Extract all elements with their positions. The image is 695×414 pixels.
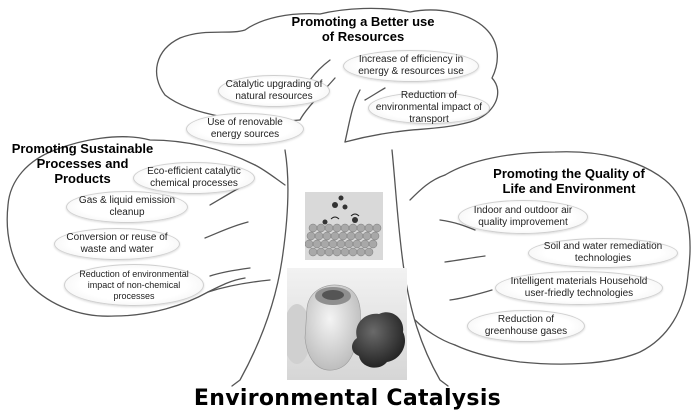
heading-sustainable-line2: Processes and xyxy=(36,156,129,171)
item-renovable-energy: Use of renovable energy sources xyxy=(186,113,304,145)
heading-sustainable: Promoting Sustainable Processes and Prod… xyxy=(0,141,165,186)
item-non-chemical-impact: Reduction of environmental impact of non… xyxy=(64,264,204,306)
heading-quality-line1: Promoting the Quality of xyxy=(493,166,645,181)
item-eco-efficient: Eco-efficient catalytic chemical process… xyxy=(133,162,255,194)
item-greenhouse: Reduction of greenhouse gases xyxy=(467,310,585,342)
heading-sustainable-line3: Products xyxy=(54,171,111,186)
catalyst-surface-image xyxy=(305,192,383,260)
right-canopy-outline xyxy=(444,151,691,365)
heading-resources-line1: Promoting a Better use xyxy=(291,14,435,29)
item-transport-impact: Reduction of environmental impact of tra… xyxy=(368,90,490,125)
catalyst-pellets-image xyxy=(287,268,407,380)
heading-resources: Promoting a Better use of Resources xyxy=(268,14,458,44)
heading-quality-line2: Life and Environment xyxy=(502,181,636,196)
heading-sustainable-line1: Promoting Sustainable xyxy=(11,141,154,156)
left-canopy-outline xyxy=(6,136,256,317)
heading-resources-line2: of Resources xyxy=(321,29,405,44)
item-efficiency-energy: Increase of efficiency in energy & resou… xyxy=(343,50,479,82)
item-waste-water: Conversion or reuse of waste and water xyxy=(54,228,180,260)
diagram-title: Environmental Catalysis xyxy=(193,386,502,411)
item-air-quality: Indoor and outdoor air quality improveme… xyxy=(458,200,588,234)
heading-quality: Promoting the Quality of Life and Enviro… xyxy=(460,166,678,196)
trunk-outline xyxy=(231,149,289,387)
item-intelligent-materials: Intelligent materials Household user-fri… xyxy=(495,271,663,305)
item-gas-liquid-emission: Gas & liquid emission cleanup xyxy=(66,191,188,223)
item-soil-water: Soil and water remediation technologies xyxy=(528,238,678,268)
item-catalytic-upgrading: Catalytic upgrading of natural resources xyxy=(218,75,330,107)
